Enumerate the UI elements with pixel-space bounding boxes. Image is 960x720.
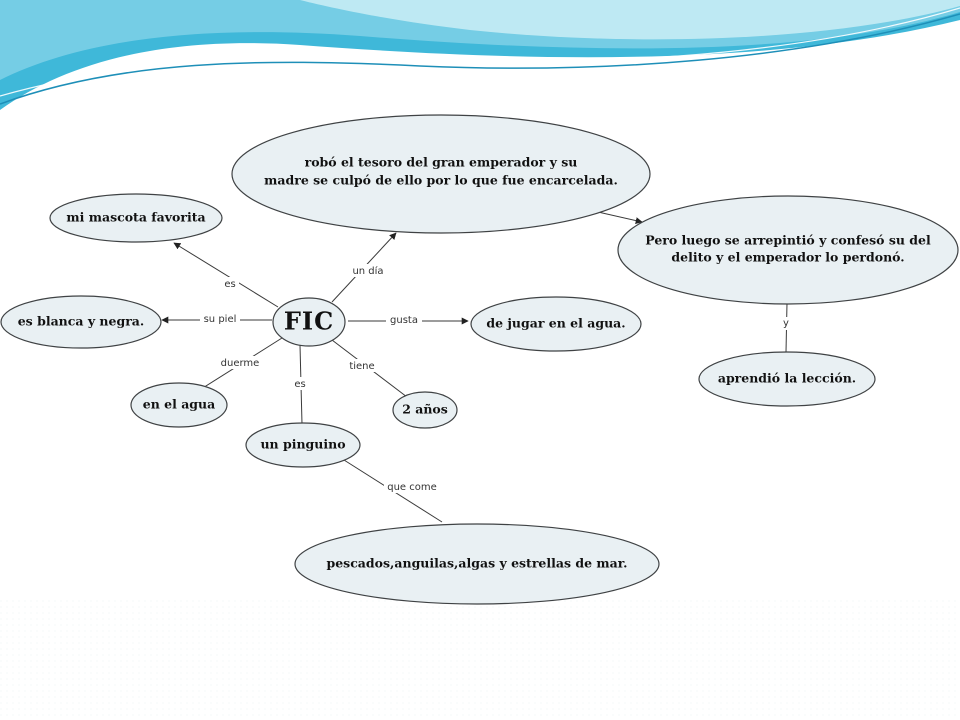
node-mi-mascota-favorita[interactable]: mi mascota favorita: [49, 193, 223, 243]
node-un-pinguino[interactable]: un pinguino: [245, 422, 361, 468]
link-label-gusta: gusta: [390, 315, 418, 326]
link-line-es-mascota: [173, 242, 279, 308]
node-en-el-agua[interactable]: en el agua: [130, 382, 228, 428]
node-es-blanca-y-negra[interactable]: es blanca y negra.: [0, 295, 162, 349]
node-label-pero-line2: delito y el emperador lo perdonó.: [671, 250, 904, 265]
node-label-pero-line1: Pero luego se arrepintió y confesó su de…: [645, 233, 931, 248]
node-label-blanca: es blanca y negra.: [18, 314, 145, 329]
node-label-jugar: de jugar en el agua.: [486, 316, 625, 331]
node-label-2-anios: 2 años: [402, 402, 448, 417]
node-label-pescados: pescados,anguilas,algas y estrellas de m…: [326, 556, 627, 571]
node-label-pinguino: un pinguino: [260, 437, 345, 452]
node-label-robo-line1: robó el tesoro del gran emperador y su: [305, 155, 578, 170]
link-label-es-pinguino: es: [294, 379, 305, 390]
link-label-duerme: duerme: [221, 358, 260, 369]
link-label-su-piel: su piel: [204, 314, 237, 325]
link-label-y: y: [783, 318, 789, 329]
node-aprendio-la-leccion[interactable]: aprendió la lección.: [698, 351, 876, 407]
node-2-anios[interactable]: 2 años: [392, 391, 458, 429]
node-robo-el-tesoro[interactable]: robó el tesoro del gran emperador y su m…: [231, 114, 651, 234]
node-pescados[interactable]: pescados,anguilas,algas y estrellas de m…: [294, 523, 660, 605]
link-label-tiene: tiene: [349, 361, 374, 372]
link-line-robo-pero: [597, 211, 643, 225]
node-label-mascota: mi mascota favorita: [66, 210, 205, 225]
node-label-aprendio: aprendió la lección.: [718, 371, 856, 386]
node-label-robo-line2: madre se culpó de ello por lo que fue en…: [264, 173, 618, 188]
node-de-jugar-en-el-agua[interactable]: de jugar en el agua.: [470, 296, 642, 352]
link-labels: es su piel duerme es tiene gusta un día …: [200, 264, 792, 493]
link-label-es-mascota: es: [224, 279, 235, 290]
header-swoosh: [0, 0, 960, 110]
node-center-fic[interactable]: FIC: [272, 297, 346, 347]
link-label-un-dia: un día: [352, 265, 383, 277]
node-pero-luego[interactable]: Pero luego se arrepintió y confesó su de…: [617, 195, 959, 305]
node-label-en-el-agua: en el agua: [143, 397, 215, 412]
link-label-que-come: que come: [387, 482, 437, 493]
node-label-fic: FIC: [284, 307, 334, 336]
